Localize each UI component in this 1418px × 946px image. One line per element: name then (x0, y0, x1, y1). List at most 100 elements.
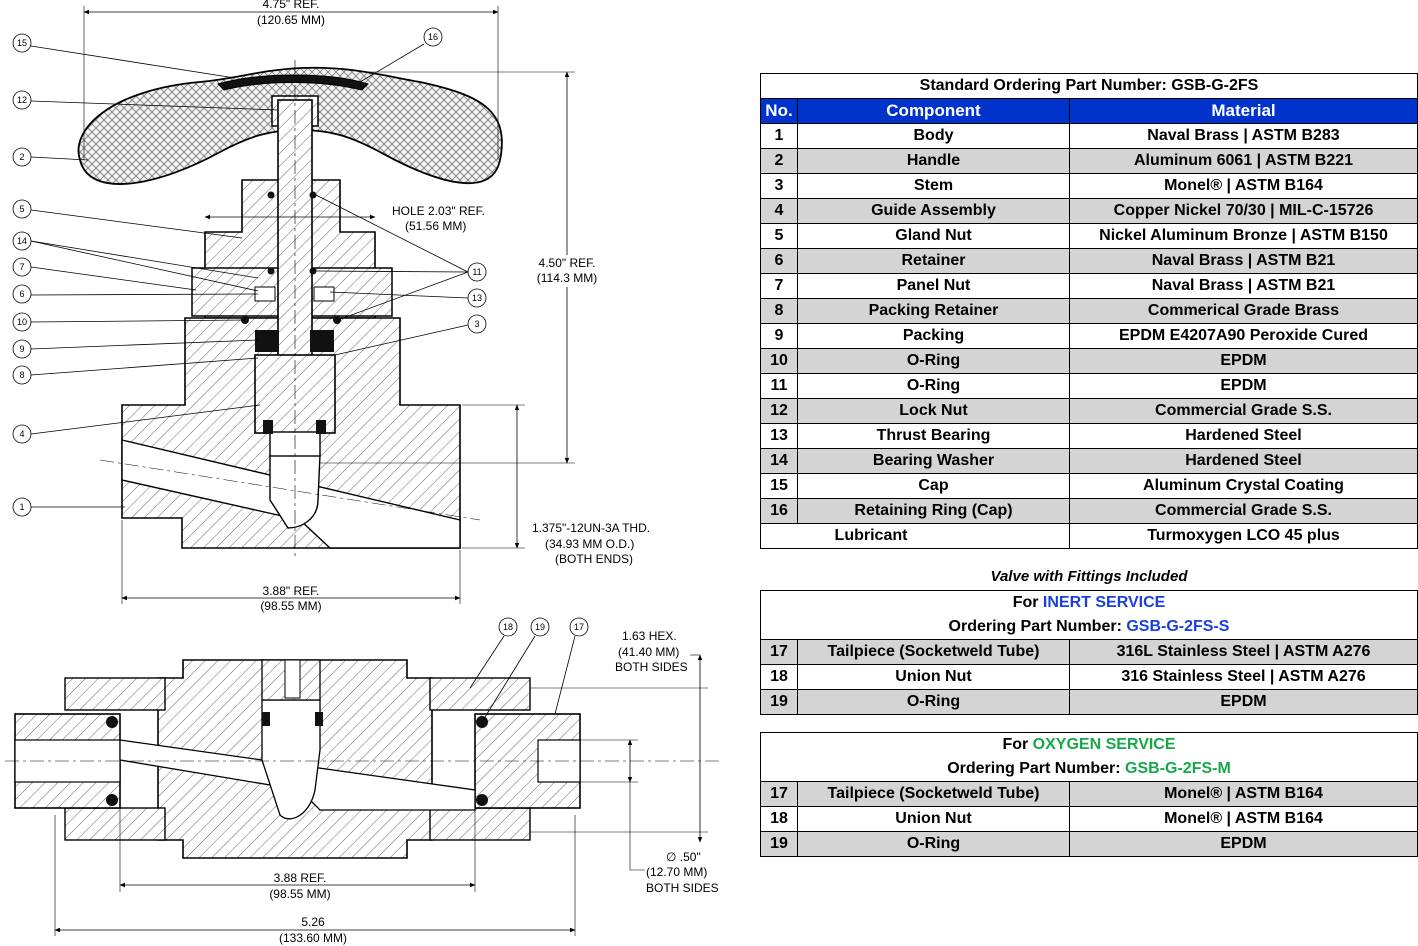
table-cell: Lock Nut (797, 398, 1070, 424)
table-cell: Gland Nut (797, 223, 1070, 249)
balloon-1: 1 (19, 502, 24, 512)
table-cell: Aluminum Crystal Coating (1069, 473, 1418, 499)
dim-bore-3: BOTH SIDES (646, 881, 719, 895)
table-cell: Hardened Steel (1069, 423, 1418, 449)
balloon-16: 16 (428, 32, 438, 42)
inert-service-table: For INERT SERVICE Ordering Part Number: … (760, 590, 1418, 715)
dim-top-width-1: 4.75" REF. (263, 0, 320, 11)
balloon-12: 12 (17, 95, 27, 105)
balloon-10: 10 (17, 317, 27, 327)
table-cell: Handle (797, 148, 1070, 174)
table-cell: 19 (760, 689, 798, 715)
col-no: No. (760, 98, 798, 124)
balloon-2: 2 (19, 152, 24, 162)
standard-bom-table: Standard Ordering Part Number: GSB-G-2FS… (760, 73, 1418, 549)
table-cell: EPDM (1069, 373, 1418, 399)
dim-hex-1: 1.63 HEX. (622, 629, 677, 643)
table-cell: Turmoxygen LCO 45 plus (1069, 523, 1418, 549)
dim-hole-2: (51.56 MM) (405, 219, 466, 233)
balloon-14: 14 (17, 236, 27, 246)
table-cell: 10 (760, 348, 798, 374)
table-cell: 8 (760, 298, 798, 324)
table-cell: Commerical Grade Brass (1069, 298, 1418, 324)
table-cell: O-Ring (797, 831, 1070, 857)
table-cell: Packing (797, 323, 1070, 349)
balloon-6: 6 (19, 289, 24, 299)
table-cell: 15 (760, 473, 798, 499)
balloon-9: 9 (19, 344, 24, 354)
dim-body-len-1: 3.88" REF. (263, 584, 320, 598)
table-cell: 18 (760, 806, 798, 832)
table-cell: O-Ring (797, 689, 1070, 715)
table-cell: Naval Brass | ASTM B21 (1069, 273, 1418, 299)
table-cell: Commercial Grade S.S. (1069, 498, 1418, 524)
balloon-7: 7 (19, 262, 24, 272)
col-material: Material (1069, 98, 1418, 124)
oxygen-service-table: For OXYGEN SERVICE Ordering Part Number:… (760, 732, 1418, 857)
balloon-19: 19 (535, 622, 545, 632)
table-cell: 7 (760, 273, 798, 299)
table-cell: Commercial Grade S.S. (1069, 398, 1418, 424)
table-cell: 11 (760, 373, 798, 399)
oxygen-service-title: For OXYGEN SERVICE (760, 732, 1418, 757)
oxygen-part-number-line: Ordering Part Number: GSB-G-2FS-M (760, 757, 1418, 782)
balloon-5: 5 (19, 204, 24, 214)
dim-bore-1: ∅ .50" (666, 850, 701, 864)
table-cell: 9 (760, 323, 798, 349)
table-cell: EPDM (1069, 689, 1418, 715)
table-cell: EPDM (1069, 348, 1418, 374)
table-cell: Union Nut (797, 806, 1070, 832)
standard-title: Standard Ordering Part Number: GSB-G-2FS (760, 73, 1418, 99)
table-cell: Panel Nut (797, 273, 1070, 299)
table-cell: 18 (760, 664, 798, 690)
table-cell: Naval Brass | ASTM B283 (1069, 123, 1418, 149)
dim-hex-2: (41.40 MM) (618, 645, 679, 659)
table-cell: Body (797, 123, 1070, 149)
table-cell: O-Ring (797, 348, 1070, 374)
table-cell: Naval Brass | ASTM B21 (1069, 248, 1418, 274)
table-cell: 316 Stainless Steel | ASTM A276 (1069, 664, 1418, 690)
dim-body-len2-1: 3.88 REF. (274, 871, 327, 885)
oxygen-service-label: OXYGEN SERVICE (1032, 736, 1176, 753)
table-cell: Copper Nickel 70/30 | MIL-C-15726 (1069, 198, 1418, 224)
table-cell: Monel® | ASTM B164 (1069, 806, 1418, 832)
table-cell: Thrust Bearing (797, 423, 1070, 449)
table-cell: Tailpiece (Socketweld Tube) (797, 781, 1070, 807)
table-cell: Guide Assembly (797, 198, 1070, 224)
dim-height-1: 4.50" REF. (539, 256, 596, 270)
table-cell: Retainer (797, 248, 1070, 274)
table-cell: 16 (760, 498, 798, 524)
dim-overall-2: (133.60 MM) (279, 931, 347, 945)
table-cell: 17 (760, 639, 798, 665)
table-cell: Monel® | ASTM B164 (1069, 173, 1418, 199)
table-cell: 4 (760, 198, 798, 224)
oxygen-part-number: GSB-G-2FS-M (1125, 760, 1231, 777)
dim-overall-1: 5.26 (301, 915, 325, 929)
dim-thread-2: (34.93 MM O.D.) (545, 537, 634, 551)
table-cell: 12 (760, 398, 798, 424)
balloon-13: 13 (472, 293, 482, 303)
dim-body-len2-2: (98.55 MM) (269, 887, 330, 901)
table-cell: 2 (760, 148, 798, 174)
table-cell: 1 (760, 123, 798, 149)
table-cell: Cap (797, 473, 1070, 499)
table-cell: Retaining Ring (Cap) (797, 498, 1070, 524)
dim-height-2: (114.3 MM) (537, 271, 597, 285)
table-cell: Lubricant (760, 523, 1070, 549)
table-cell: 17 (760, 781, 798, 807)
standard-part-number: GSB-G-2FS (1171, 77, 1259, 94)
dim-thread-3: (BOTH ENDS) (555, 552, 633, 566)
table-cell: Packing Retainer (797, 298, 1070, 324)
